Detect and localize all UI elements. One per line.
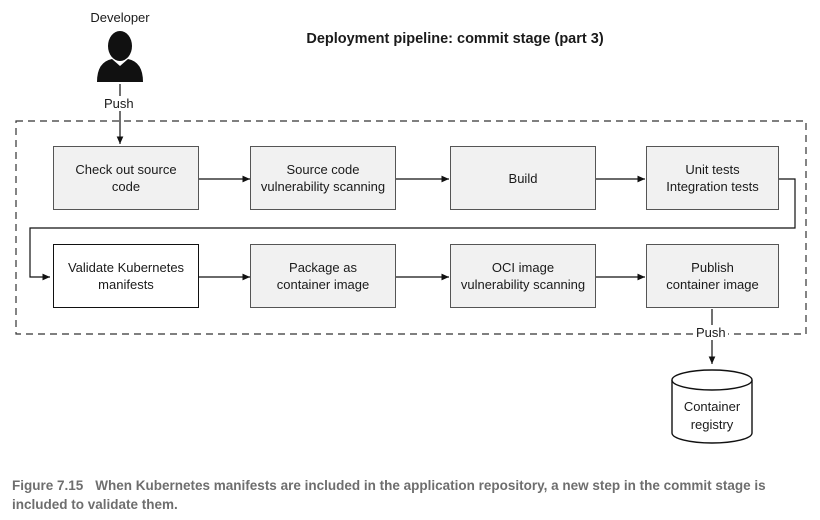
person-silhouette-icon [97, 31, 143, 82]
diagram-title: Deployment pipeline: commit stage (part … [306, 31, 604, 47]
step-source-code-scanning: Source code vulnerability scanning [250, 146, 396, 210]
step-publish-image: Publish container image [646, 244, 779, 308]
step-label: Validate Kubernetes manifests [67, 260, 185, 292]
database-cylinder-icon [671, 369, 753, 444]
step-label: Publish container image [666, 260, 759, 292]
step-label: Package as container image [276, 260, 370, 292]
step-tests: Unit tests Integration tests [646, 146, 779, 210]
registry-label: Container registry [683, 399, 741, 432]
step-package-image: Package as container image [250, 244, 396, 308]
developer-label: Developer [90, 10, 150, 25]
step-label: Build [508, 170, 538, 186]
step-build: Build [450, 146, 596, 210]
caption-text: When Kubernetes manifests are included i… [12, 478, 766, 512]
step-validate-manifests: Validate Kubernetes manifests [53, 244, 199, 308]
step-label: Check out source code [75, 162, 177, 194]
step-oci-image-scanning: OCI image vulnerability scanning [450, 244, 596, 308]
figure-number: Figure 7.15 [12, 478, 84, 493]
step-label: Source code vulnerability scanning [260, 162, 386, 194]
registry-push-label: Push [694, 325, 728, 340]
developer-push-label: Push [102, 96, 136, 111]
stage-boundary [15, 120, 807, 335]
step-label: Unit tests Integration tests [666, 162, 759, 194]
step-label: OCI image vulnerability scanning [460, 260, 586, 292]
step-check-out-source: Check out source code [53, 146, 199, 210]
